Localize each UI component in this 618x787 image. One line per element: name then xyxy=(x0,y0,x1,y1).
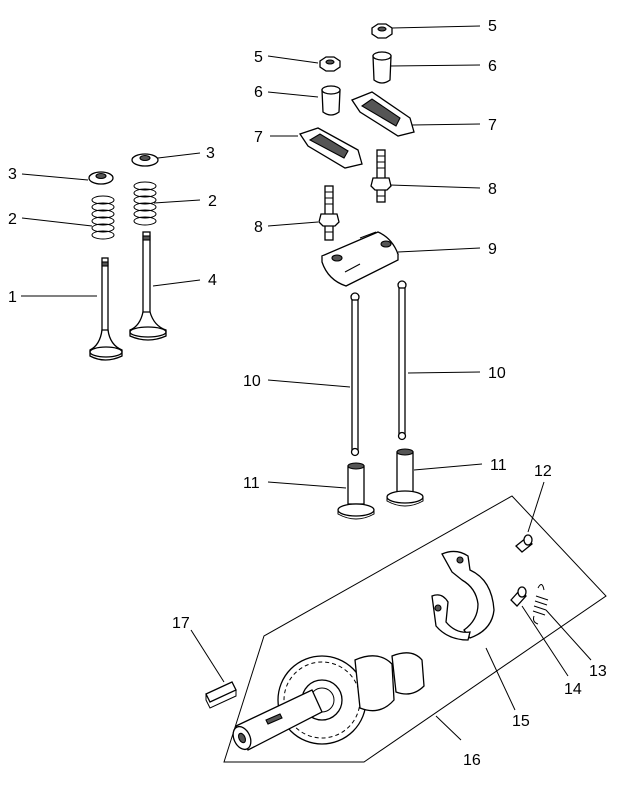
callout-17: 17 xyxy=(172,615,190,632)
callout-16: 16 xyxy=(463,752,481,769)
exhaust-valve xyxy=(129,231,167,341)
pushrod-left xyxy=(350,292,360,457)
callout-labels: 1 2 2 3 3 4 5 5 6 6 7 7 8 8 9 10 10 11 1… xyxy=(8,18,607,769)
callout-5-upper: 5 xyxy=(488,18,497,35)
camshaft-assembly xyxy=(205,495,607,763)
callout-14: 14 xyxy=(564,681,582,698)
rocker-pivot-lower xyxy=(321,85,341,116)
valve-spring-right xyxy=(133,181,157,226)
compression-release-arm xyxy=(431,550,495,641)
valve-lifter-left xyxy=(337,462,375,520)
release-spring xyxy=(532,584,549,625)
release-pin-upper xyxy=(515,534,533,553)
callout-10-left: 10 xyxy=(243,373,261,390)
callout-3-left: 3 xyxy=(8,166,17,183)
camshaft-key xyxy=(205,681,237,709)
callout-2-left: 2 xyxy=(8,211,17,228)
callout-6-lower: 6 xyxy=(254,84,263,101)
cam-lobes xyxy=(354,652,425,712)
release-pin xyxy=(510,586,527,607)
callout-3-right: 3 xyxy=(206,145,215,162)
callout-6-upper: 6 xyxy=(488,58,497,75)
rocker-nut-upper xyxy=(371,23,393,39)
callout-8-left: 8 xyxy=(254,219,263,236)
callout-9: 9 xyxy=(488,241,497,258)
callout-10-right: 10 xyxy=(488,365,506,382)
pushrod-guide-plate xyxy=(321,231,399,287)
valve-spring-retainer-left xyxy=(88,171,114,185)
callout-11-right: 11 xyxy=(490,457,507,474)
callout-11-left: 11 xyxy=(243,475,260,492)
valve-lifter-right xyxy=(386,448,424,507)
rocker-assembly xyxy=(298,23,424,520)
callout-7-left: 7 xyxy=(254,129,263,146)
intake-valve xyxy=(89,257,123,361)
rocker-arm-right xyxy=(351,91,415,137)
rocker-stud-right xyxy=(370,149,392,203)
leader-lines xyxy=(21,25,592,741)
callout-5-lower: 5 xyxy=(254,49,263,66)
valve-spring-retainer-right xyxy=(131,153,159,167)
pushrod-right xyxy=(397,280,407,441)
camshaft-assembly-outline xyxy=(223,495,607,763)
callout-4: 4 xyxy=(208,272,217,289)
rocker-stud-left xyxy=(318,185,340,241)
callout-2-right: 2 xyxy=(208,193,217,210)
left-valve-assembly xyxy=(88,153,167,361)
valve-spring-left xyxy=(91,195,115,240)
callout-7-right: 7 xyxy=(488,117,497,134)
callout-8-right: 8 xyxy=(488,181,497,198)
callout-1: 1 xyxy=(8,289,17,306)
callout-12: 12 xyxy=(534,463,552,480)
camshaft xyxy=(232,689,323,751)
rocker-nut-lower xyxy=(319,56,341,72)
rocker-pivot-upper xyxy=(372,51,392,84)
callout-15: 15 xyxy=(512,713,530,730)
rocker-arm-left xyxy=(298,127,363,169)
callout-13: 13 xyxy=(589,663,607,680)
